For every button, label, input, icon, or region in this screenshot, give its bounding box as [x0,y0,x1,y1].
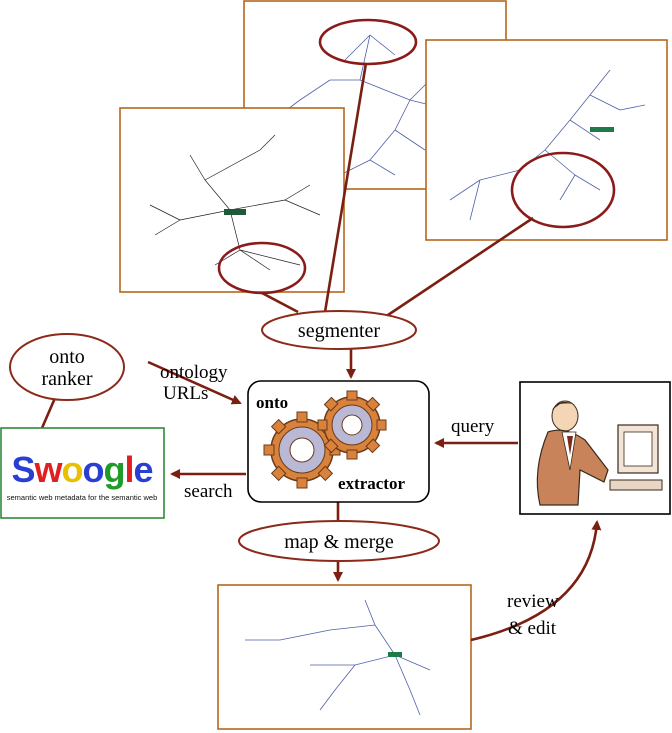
map-merge-node: map & merge [238,520,440,562]
onto-extractor-label-extractor: extractor [338,474,405,493]
arrow-result-to-user [470,520,602,642]
ontology-label: ontology [160,362,228,383]
segmenter-node: segmenter [261,310,417,350]
review-label: review [507,591,559,612]
graph-panel-right [425,39,668,241]
edge-label-ontology-urls: ontology URLs [160,362,228,404]
onto-ranker-node: onto ranker [9,333,125,401]
edge-label-review-edit: review & edit [507,591,559,639]
gears-icon [263,390,387,489]
onto-ranker-label-line1: onto [49,346,85,368]
edge-label-search: search [184,481,233,502]
connector-left-graph [261,291,299,314]
segmenter-label: segmenter [298,320,381,342]
onto-extractor-node: onto extractor [247,380,430,503]
edit-label: & edit [508,618,557,639]
graph-panel-bottom [217,584,472,730]
onto-ranker-label-line2: ranker [41,368,92,390]
connector-right-graph [384,216,534,319]
swoogle-tagline: semantic web metadata for the semantic w… [7,493,158,502]
highlight-oval-right [510,151,616,229]
swoogle-logo: Swoogle [11,449,152,490]
connector-ranker-to-swoogle [40,397,57,429]
urls-label: URLs [163,383,208,404]
arrow-ranker-to-extractor [147,360,242,405]
map-merge-label: map & merge [284,531,394,553]
person-at-computer-icon [536,400,663,506]
highlight-oval-top [318,18,418,66]
onto-extractor-label-onto: onto [256,393,288,412]
graph-panel-left [119,107,345,293]
connector-top-graph [323,62,368,313]
edge-label-query: query [451,416,495,437]
swoogle-node: Swoogle semantic web metadata for the se… [0,427,165,519]
user-node [519,381,671,515]
